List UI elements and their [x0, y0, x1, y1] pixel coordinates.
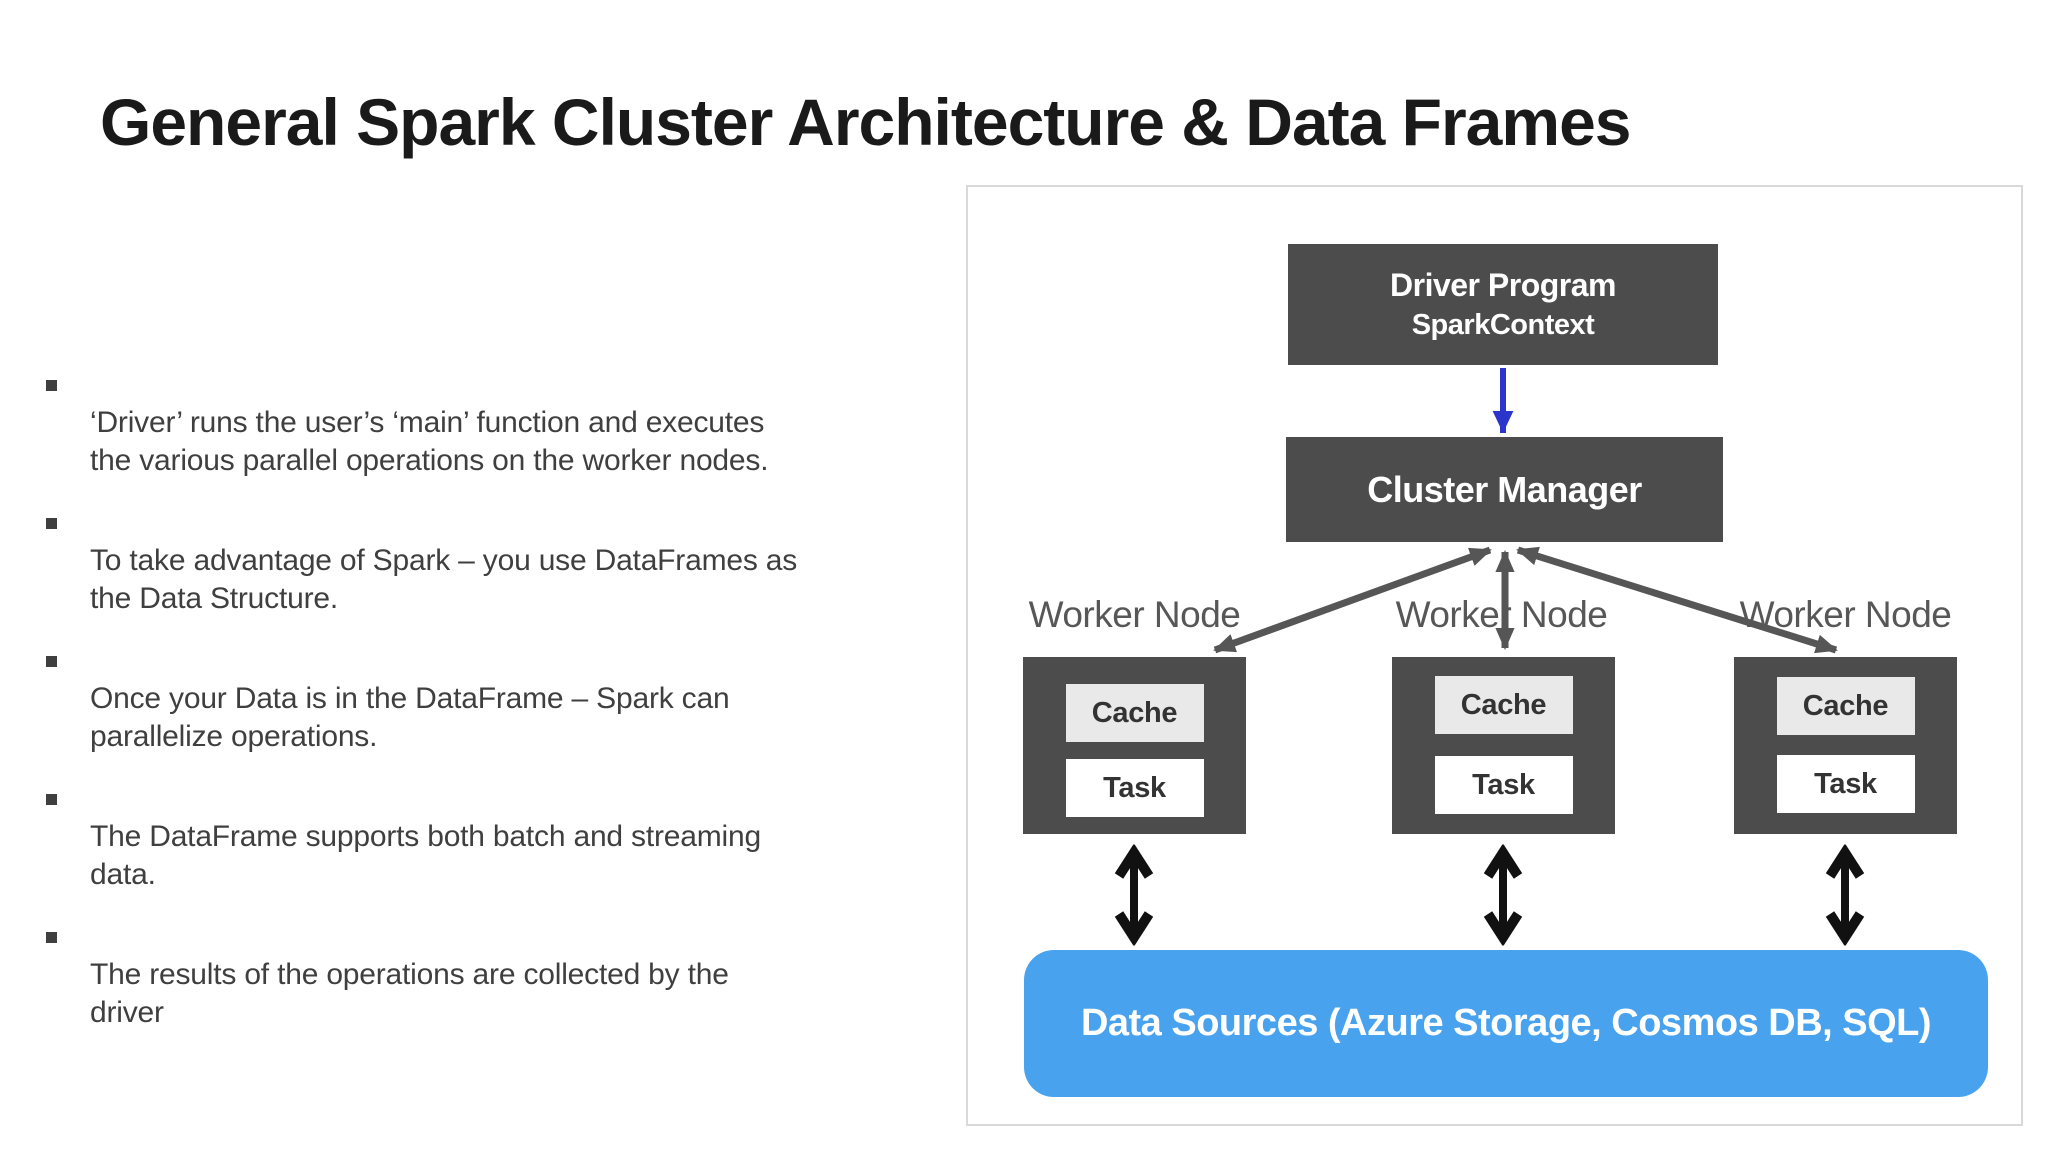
cache-box: Cache	[1065, 684, 1204, 742]
list-item: To take advantage of Spark – you use Dat…	[44, 504, 914, 618]
data-sources-box: Data Sources (Azure Storage, Cosmos DB, …	[1024, 950, 1988, 1097]
cache-box: Cache	[1434, 676, 1573, 734]
driver-program-box: Driver Program SparkContext	[1288, 244, 1718, 365]
bullet-square-icon	[46, 932, 57, 943]
list-item: ‘Driver’ runs the user’s ‘main’ function…	[44, 366, 914, 480]
spark-context-label: SparkContext	[1411, 309, 1595, 341]
task-box: Task	[1776, 755, 1915, 813]
driver-program-label: Driver Program	[1390, 267, 1616, 303]
data-sources-label: Data Sources (Azure Storage, Cosmos DB, …	[1080, 1002, 1932, 1044]
cache-box: Cache	[1776, 677, 1915, 735]
bullet-square-icon	[46, 518, 57, 529]
list-item: Once your Data is in the DataFrame – Spa…	[44, 642, 914, 756]
worker-node-box-2: Cache Task	[1392, 657, 1615, 834]
task-box: Task	[1434, 756, 1573, 814]
worker-node-label-2: Worker Node	[1395, 594, 1608, 635]
cluster-manager-label: Cluster Manager	[1367, 468, 1642, 510]
cluster-manager-box: Cluster Manager	[1286, 437, 1723, 542]
list-item: The DataFrame supports both batch and st…	[44, 780, 914, 894]
list-item: The results of the operations are collec…	[44, 918, 914, 1032]
bullet-list: ‘Driver’ runs the user’s ‘main’ function…	[44, 366, 914, 1056]
bullet-text: ‘Driver’ runs the user’s ‘main’ function…	[90, 406, 769, 477]
bullet-text: Once your Data is in the DataFrame – Spa…	[90, 682, 730, 753]
bullet-square-icon	[46, 794, 57, 805]
worker-node-box-3: Cache Task	[1734, 657, 1957, 834]
bullet-square-icon	[46, 656, 57, 667]
bullet-text: The DataFrame supports both batch and st…	[90, 820, 761, 891]
bullet-square-icon	[46, 380, 57, 391]
task-box: Task	[1065, 759, 1204, 817]
bullet-text: To take advantage of Spark – you use Dat…	[90, 544, 798, 615]
bullet-text: The results of the operations are collec…	[90, 958, 729, 1029]
worker-node-label-1: Worker Node	[1028, 594, 1241, 635]
page-title: General Spark Cluster Architecture & Dat…	[100, 85, 1632, 159]
worker-node-label-3: Worker Node	[1739, 594, 1952, 635]
worker-node-box-1: Cache Task	[1023, 657, 1246, 834]
